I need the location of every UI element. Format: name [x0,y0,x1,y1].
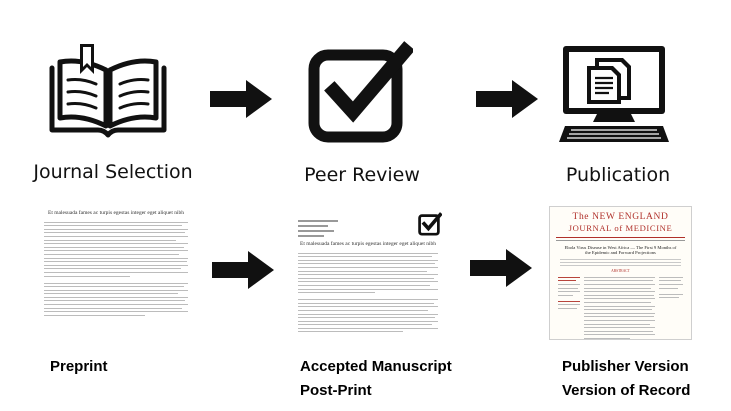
checkbox-check-icon [418,212,442,236]
right-arrow-icon [210,80,272,118]
version-of-record-label: Version of Record [562,382,691,399]
nejm-journal-line2: JOURNAL of MEDICINE [568,223,673,233]
peer-review-label: Peer Review [304,164,420,186]
nejm-article-title: Ebola Virus Disease in West Africa — The… [564,245,677,256]
right-arrow-icon [476,80,538,118]
nejm-abstract-heading: ABSTRACT [611,268,630,273]
publisher-version-label: Publisher Version [562,358,689,375]
publication-label: Publication [565,164,671,186]
manuscript-title: Et malesuada fames ac turpis egestas int… [299,241,437,247]
right-arrow-icon [470,249,532,287]
preprint-document-thumbnail: Et malesuada fames ac turpis egestas int… [34,206,198,338]
computer-documents-icon [559,46,669,142]
open-book-icon [49,44,167,138]
publisher-version-thumbnail: The NEW ENGLAND JOURNAL of MEDICINE Ebol… [549,206,692,340]
post-print-label: Post-Print [300,382,372,399]
nejm-journal-line1: The NEW ENGLAND [572,212,669,222]
preprint-label: Preprint [50,358,108,375]
checkbox-check-icon [308,41,413,143]
journal-selection-label: Journal Selection [33,161,193,183]
accepted-manuscript-label: Accepted Manuscript [300,358,452,375]
right-arrow-icon [212,251,274,289]
accepted-manuscript-thumbnail: Et malesuada fames ac turpis egestas int… [290,206,446,338]
manuscript-title: Et malesuada fames ac turpis egestas int… [47,210,185,216]
